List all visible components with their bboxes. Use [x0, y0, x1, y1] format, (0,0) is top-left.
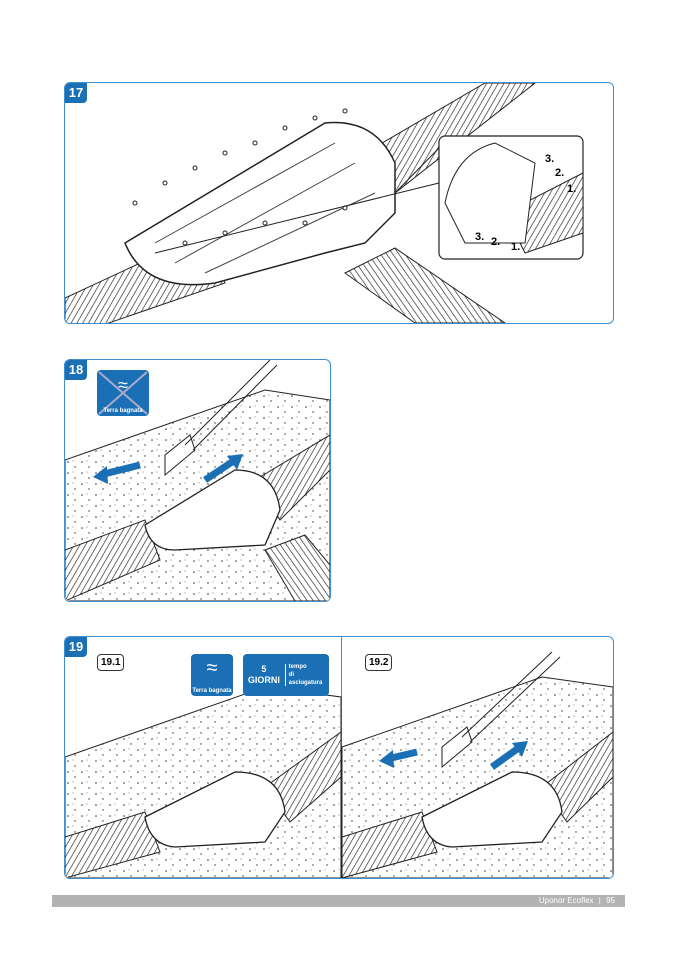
footer-separator: |: [598, 896, 601, 905]
inset-label: 1.: [567, 183, 577, 195]
wet-soil-crossed-icon: ≈ Terra bagnata: [97, 370, 149, 416]
drying-time-badge: 5 GIORNI tempo di asciugatura: [243, 654, 329, 696]
inset-label: 3.: [475, 231, 485, 243]
page-number: 95: [606, 896, 615, 905]
footer-brand: Uponor Ecoflex: [538, 896, 594, 905]
step-17-frame: 17 3. 2. 1. 3. 2. 1.: [64, 82, 614, 324]
inset-label: 3.: [545, 153, 555, 165]
days-caption: di asciugatura: [288, 672, 323, 686]
icon-caption: Terra bagnata: [103, 408, 143, 414]
step-number: 19: [65, 637, 87, 657]
substep-label: 19.2: [365, 654, 393, 671]
step-number: 18: [65, 360, 87, 380]
days-caption: tempo: [288, 664, 307, 670]
days-unit: GIORNI: [247, 675, 280, 685]
inset-label: 2.: [491, 236, 501, 248]
backfill-illustration: [65, 360, 330, 601]
inset-label: 1.: [511, 241, 521, 253]
wet-soil-icon: ≈ Terra bagnata: [191, 654, 233, 696]
icon-caption: Terra bagnata: [192, 688, 232, 694]
tee-joint-bolting-illustration: [65, 83, 584, 323]
drying-backfill-illustration: [65, 651, 613, 878]
substep-label: 19.1: [97, 654, 125, 671]
days-number: 5: [261, 664, 267, 674]
inset-label: 2.: [555, 167, 565, 179]
step-19-frame: 19 19.1 19.2 ≈ Terra bagnata 5 GIORNI te…: [64, 636, 614, 879]
step-number: 17: [65, 83, 87, 103]
step-18-frame: 18 ≈ Terra bagnata: [64, 359, 331, 602]
page-footer: Uponor Ecoflex | 95: [52, 895, 625, 907]
